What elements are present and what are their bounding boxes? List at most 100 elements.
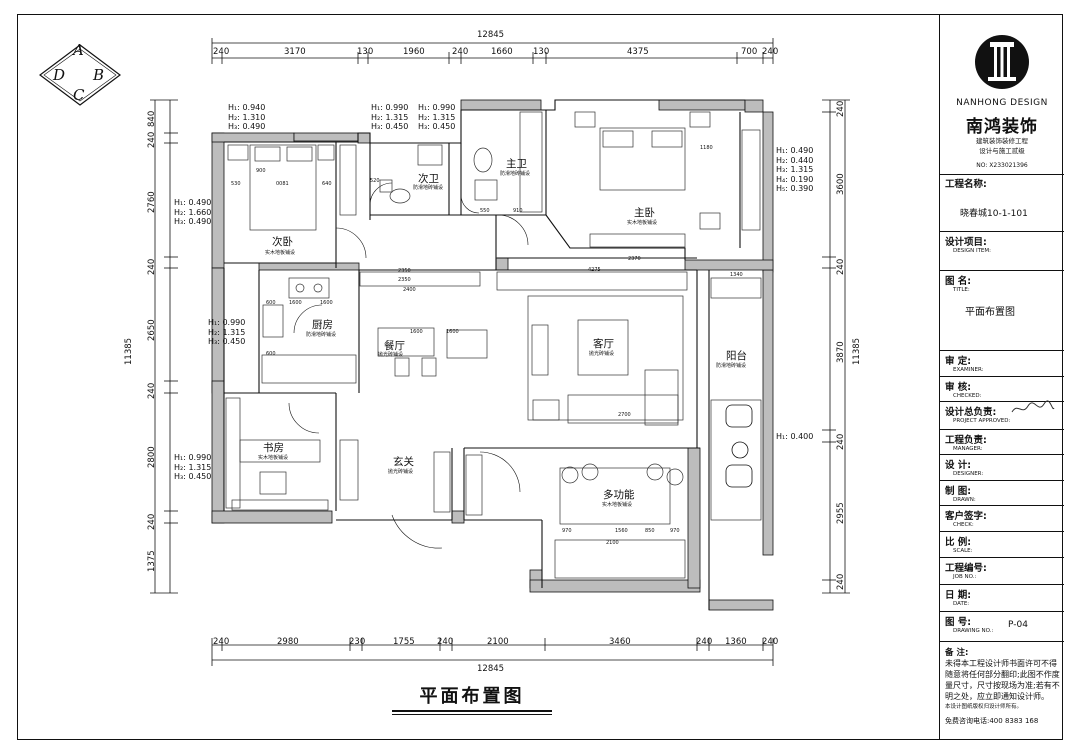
dim-left: 2760: [147, 191, 157, 213]
dim-right: 2955: [836, 502, 846, 524]
plan-title-underline-thin: [392, 714, 552, 715]
interior-dim: 4275: [588, 267, 601, 273]
dim-bottom: 3460: [609, 637, 631, 647]
interior-dim: 2370: [628, 256, 641, 262]
room-floor-xuanguan: 抛光砖铺设: [388, 469, 414, 475]
room-label-shufang: 书房: [263, 442, 284, 454]
interior-dim: 1600: [446, 329, 459, 335]
dim-right: 3870: [836, 341, 846, 363]
room-label-yangtai: 阳台: [726, 350, 747, 362]
notes-small: 本设计图纸版权归设计师所有。: [945, 704, 1023, 710]
interior-dim: 970: [670, 528, 680, 534]
row-date: 日 期: DATE:: [940, 585, 1064, 612]
dim-left: 240: [147, 382, 157, 399]
dim-bottom: 2980: [277, 637, 299, 647]
dim-bottom: 240: [437, 637, 454, 647]
room-label-chufang: 厨房: [312, 319, 333, 331]
row-examiner: 审 定: EXAMINER:: [940, 351, 1064, 377]
logo-chinese: 南鸿装饰: [966, 117, 1038, 137]
compass-diamond: [39, 44, 121, 106]
dim-right: 240: [836, 100, 846, 117]
interior-dim: 1600: [410, 329, 423, 335]
interior-dim: 530: [231, 181, 241, 187]
dim-top: 240: [452, 47, 469, 57]
dim-bottom: 230: [349, 637, 366, 647]
logo-english: NANHONG DESIGN: [956, 98, 1048, 108]
dim-top: 4375: [627, 47, 649, 57]
compass-letter-d: D: [53, 66, 66, 84]
dim-top: 130: [357, 47, 374, 57]
bottom-dimension-lines: [211, 638, 774, 666]
row-drawn: 制 图: DRAWN:: [940, 481, 1064, 506]
top-dimension-lines: [211, 38, 774, 64]
interior-dim: 2700: [618, 412, 631, 418]
interior-dim: 0081: [276, 181, 289, 187]
interior-dim: 2400: [403, 287, 416, 293]
interior-walls: [223, 99, 745, 610]
floor-plan: [39, 38, 850, 666]
plan-title-underline: [392, 710, 552, 712]
compass-letter-a: A: [73, 41, 84, 59]
room-floor-duogongneng: 实木地板铺设: [602, 502, 633, 508]
title-block: NANHONG DESIGN 南鸿装饰 建筑装饰装修工程 设计与施工贰级 NO:…: [939, 14, 1064, 740]
room-floor-yangtai: 防滑地砖铺设: [716, 363, 747, 369]
row-scale: 比 例: SCALE:: [940, 532, 1064, 558]
room-floor-ciwei: 防滑地砖铺设: [413, 185, 444, 191]
room-label-keting: 客厅: [593, 338, 614, 350]
notes-block: 备 注: 未得本工程设计师书面许可不得随意将任何部分翻印;此图不作度量尺寸，尺寸…: [940, 646, 1064, 726]
dim-left: 240: [147, 131, 157, 148]
row-manager: 工程负责: MANAGER:: [940, 430, 1064, 455]
notes-text: 未得本工程设计师书面许可不得随意将任何部分翻印;此图不作度量尺寸，尺寸按现场为准…: [945, 659, 1060, 701]
room-floor-canting: 抛光砖铺设: [378, 352, 404, 358]
dim-right: 240: [836, 433, 846, 450]
notes-heading: 备 注:: [945, 648, 969, 658]
dim-top: 240: [762, 47, 779, 57]
dim-left: 240: [147, 258, 157, 275]
column-logo-icon: [975, 35, 1029, 89]
balcony-chairs: [725, 404, 753, 488]
designer-signature: [1010, 398, 1056, 422]
interior-dim: 850: [645, 528, 655, 534]
consult-phone: 免费咨询电话:400 8383 168: [945, 717, 1039, 725]
row-designer: 设 计: DESIGNER:: [940, 455, 1064, 481]
room-floor-chufang: 防滑地砖铺设: [306, 332, 337, 338]
company-logo-block: NANHONG DESIGN 南鸿装饰 建筑装饰装修工程 设计与施工贰级 NO:…: [940, 14, 1064, 175]
interior-dim: 900: [256, 168, 266, 174]
dim-left-total: 11385: [124, 337, 134, 365]
dim-top: 1960: [403, 47, 425, 57]
dim-left: 1375: [147, 550, 157, 572]
furniture: [225, 111, 762, 579]
dim-bottom: 240: [762, 637, 779, 647]
room-label-ciwo: 次卧: [272, 236, 293, 248]
dim-bottom: 240: [213, 637, 230, 647]
dim-left: 240: [147, 513, 157, 530]
dim-left: 2650: [147, 319, 157, 341]
row-design-item: 设计项目: DESIGN ITEM:: [940, 232, 1064, 271]
room-floor-ciwo: 实木地板铺设: [265, 250, 296, 256]
dim-right: 240: [836, 573, 846, 590]
interior-dim: 1560: [615, 528, 628, 534]
room-label-duogongneng: 多功能: [603, 489, 635, 501]
interior-dim: 2350: [398, 277, 411, 283]
dim-bottom: 2100: [487, 637, 509, 647]
logo-sub: 建筑装饰装修工程 设计与施工贰级: [976, 137, 1028, 155]
interior-dim: 1180: [700, 145, 713, 151]
interior-dim: 970: [562, 528, 572, 534]
dim-bottom: 240: [696, 637, 713, 647]
room-label-zhuwei: 主卫: [506, 158, 527, 170]
room-label-ciwei: 次卫: [418, 173, 439, 185]
interior-dim: 910: [513, 208, 523, 214]
interior-dim: 1600: [289, 300, 302, 306]
room-floor-keting: 抛光砖铺设: [589, 351, 615, 357]
dim-top: 240: [213, 47, 230, 57]
dim-top: 1660: [491, 47, 513, 57]
room-floor-zhuwei: 防滑地砖铺设: [500, 171, 531, 177]
logo-number: NO: X233021396: [976, 162, 1028, 169]
interior-dim: 2350: [398, 268, 411, 274]
dim-left: 2800: [147, 446, 157, 468]
row-client-sign: 客户签字: CHECK:: [940, 506, 1064, 532]
